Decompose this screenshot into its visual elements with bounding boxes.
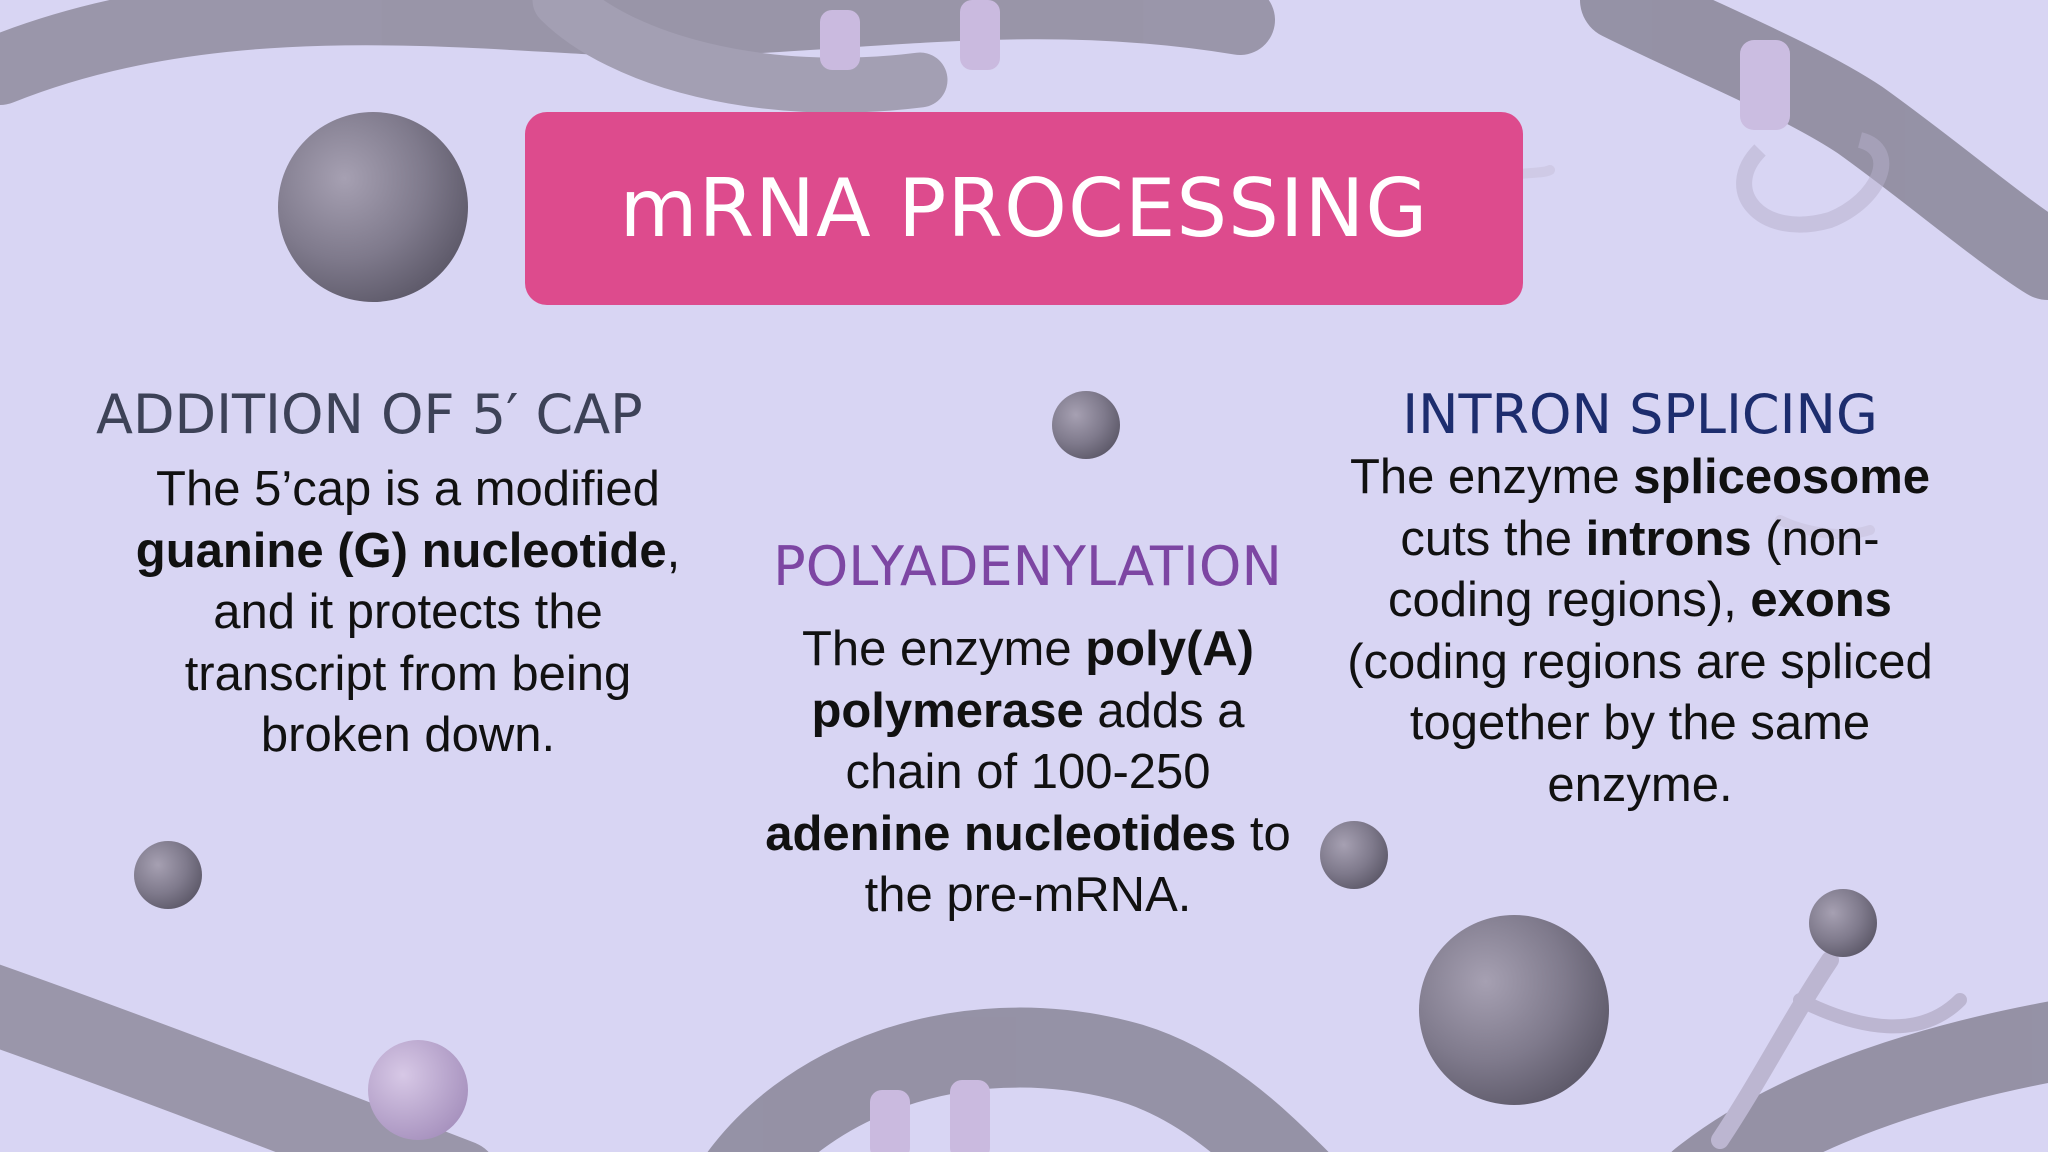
section-body: The enzyme poly(A) polymerase adds a cha… [765,622,1291,922]
molecule-sphere [1809,889,1877,957]
section-intron-splicing: INTRON SPLICING The enzyme spliceosome c… [1340,383,1940,816]
title-banner: mRNA PROCESSING [525,112,1523,305]
molecule-sphere [1052,391,1120,459]
section-body: The enzyme spliceosome cuts the introns … [1347,450,1933,812]
section-heading: ADDITION OF 5′ CAP [96,383,643,446]
dna-strand-top [0,0,2048,300]
section-polyadenylation: POLYADENYLATION The enzyme poly(A) polym… [720,535,1335,927]
molecule-sphere [278,112,468,302]
molecule-sphere [1419,915,1609,1105]
section-heading: INTRON SPLICING [1402,383,1878,446]
section-5-cap: ADDITION OF 5′ CAP The 5’cap is a modifi… [60,383,710,767]
molecule-sphere [1320,821,1388,889]
molecule-sphere [368,1040,468,1140]
section-body: The 5’cap is a modified guanine (G) nucl… [135,462,681,762]
section-heading: POLYADENYLATION [773,535,1282,598]
dna-strand-bottom [0,951,2048,1152]
molecule-sphere [134,841,202,909]
slide-title: mRNA PROCESSING [619,162,1429,255]
